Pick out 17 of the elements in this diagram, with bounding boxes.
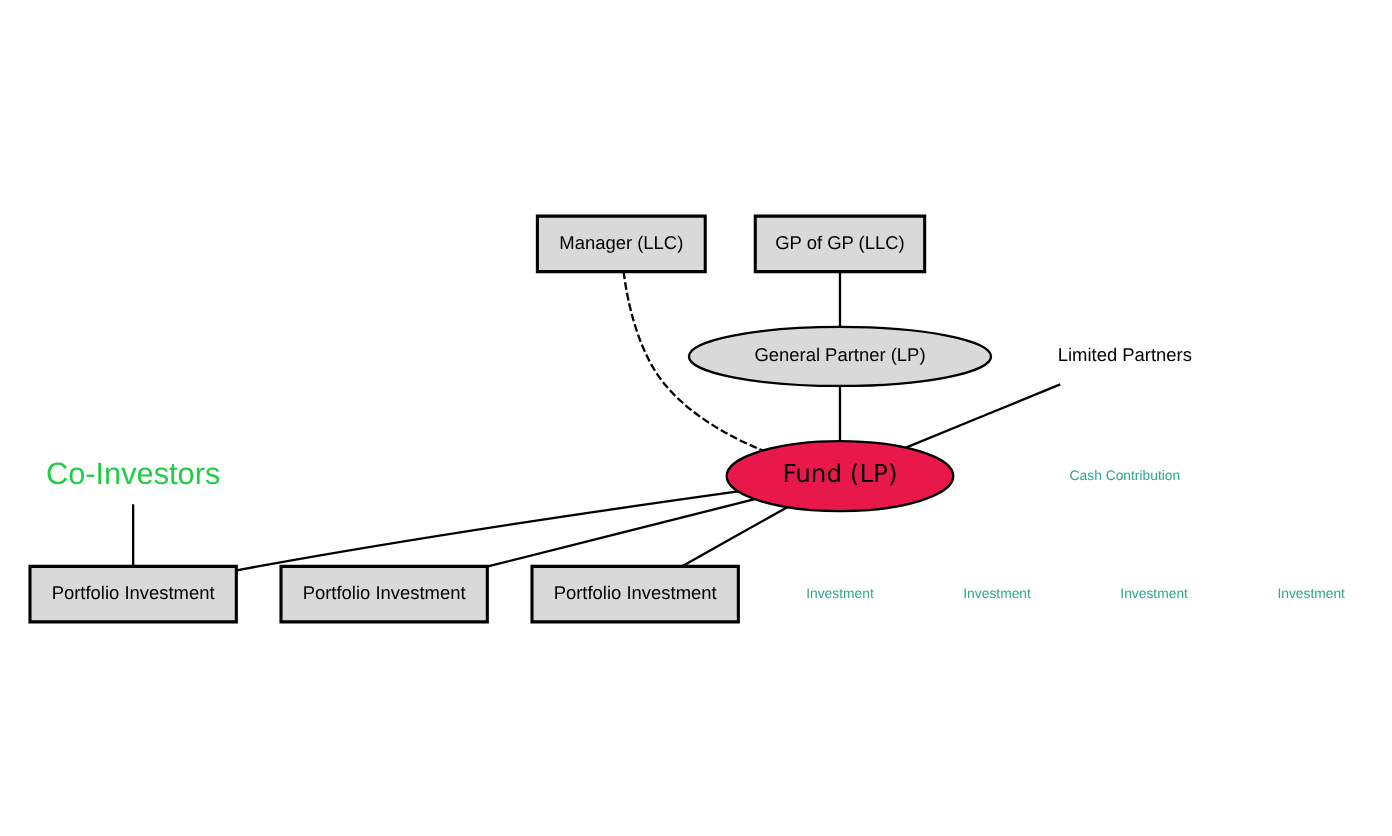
node-box: GP of GP (LLC): [753, 213, 927, 273]
node-ellipse: Fund (LP): [725, 438, 955, 512]
connector: [681, 505, 788, 567]
node-ellipse: General Partner (LP): [687, 324, 993, 387]
connector: [487, 497, 756, 567]
connector: [838, 385, 842, 441]
node-box: Manager (LLC): [535, 213, 707, 273]
connector: [622, 270, 764, 451]
node-box: Portfolio Investment: [279, 563, 489, 623]
connector: [905, 382, 1061, 448]
node-text: Co-Investors: [46, 456, 221, 491]
connector: [236, 489, 739, 571]
connector: [838, 270, 842, 326]
node-text: Limited Partners: [1057, 344, 1192, 365]
connector: [132, 503, 135, 566]
node-box: Portfolio Investment: [28, 563, 238, 623]
node-box: Portfolio Investment: [530, 563, 740, 623]
